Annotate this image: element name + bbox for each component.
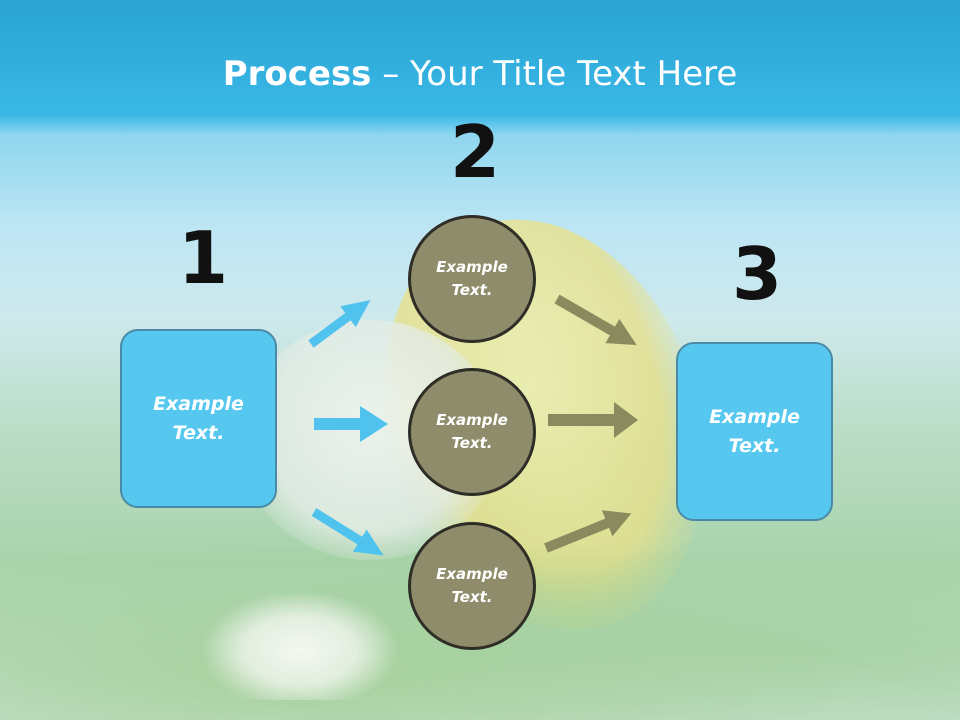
arrow-to-top-circle [308,299,371,348]
left-box: Example Text. [120,329,277,508]
background-flower [200,590,400,700]
circle-middle-text: Example Text. [436,411,508,452]
circle-top: Example Text. [408,215,536,343]
title-bold: Process [222,54,372,94]
arrow-from-bottom-circle [544,510,632,553]
step-number-1: 1 [178,216,229,300]
circle-middle: Example Text. [408,368,536,496]
circle-top-text: Example Text. [436,258,508,299]
step-number-2: 2 [450,110,501,194]
arrow-from-top-circle [554,294,637,345]
circle-bottom: Example Text. [408,522,536,650]
arrow-to-bottom-circle [311,508,384,556]
left-box-text: Example Text. [153,392,244,444]
right-box: Example Text. [676,342,833,521]
title-rest: – Your Title Text Here [371,54,738,94]
slide-title: Process – Your Title Text Here [0,52,960,96]
arrow-from-middle-circle [548,402,638,438]
step-number-3: 3 [732,232,783,316]
circle-bottom-text: Example Text. [436,565,508,606]
right-box-text: Example Text. [709,405,800,457]
arrow-to-middle-circle [314,406,388,442]
